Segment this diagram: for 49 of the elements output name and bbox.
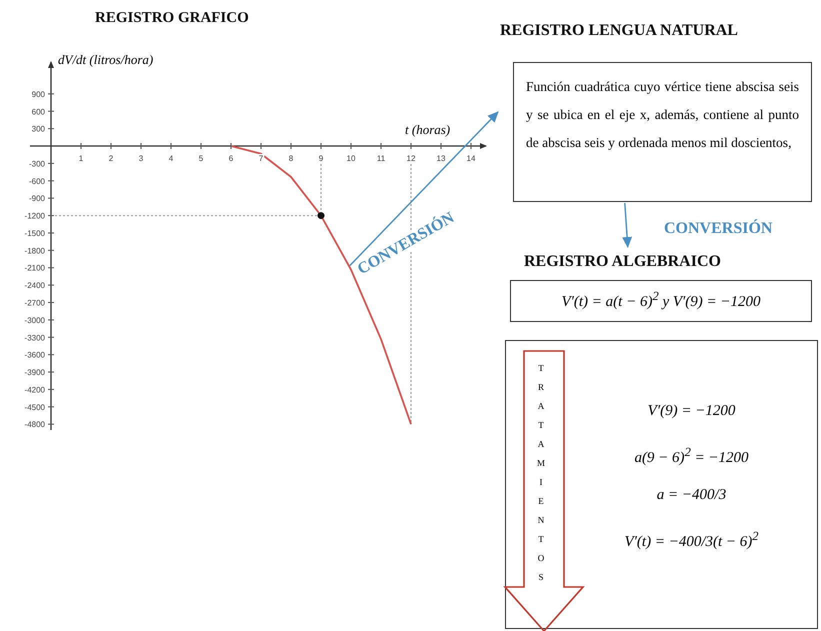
tick-label: -1200 bbox=[24, 212, 45, 221]
tick-label: 1 bbox=[78, 154, 84, 164]
tick-label: -3600 bbox=[24, 350, 45, 360]
axis-label: t (horas) bbox=[405, 122, 450, 138]
tick-label: 13 bbox=[436, 154, 446, 164]
tick-label: -300 bbox=[28, 159, 45, 168]
tick-label: -1500 bbox=[24, 228, 45, 238]
tick-label: 10 bbox=[346, 154, 356, 164]
tick-label: -600 bbox=[28, 176, 45, 186]
vertical-label: TRATAMIENTOS bbox=[536, 363, 545, 591]
down-arrow bbox=[503, 349, 585, 631]
tick-label: -1800 bbox=[24, 246, 45, 256]
paragraph: Función cuadrática cuyo vértice tiene abscisa seis y se ubica en el eje x, además, contiene al punto de abscisa seis y ordenada menos mil doscientos, bbox=[526, 78, 799, 152]
tick-label: -3300 bbox=[24, 333, 45, 342]
tick-label: 8 bbox=[288, 154, 294, 164]
arrow bbox=[622, 202, 632, 248]
tick-label: 900 bbox=[32, 90, 45, 99]
equation: V′(t) = −400/3(t − 6)$^{2}$ bbox=[623, 529, 760, 551]
equation: V′(9) = −1200 bbox=[646, 403, 736, 420]
tick-label: 12 bbox=[406, 154, 416, 164]
tick-label: -2700 bbox=[24, 298, 45, 308]
tick-label: -2100 bbox=[24, 264, 45, 273]
work-box bbox=[505, 340, 818, 629]
equation: a(9 − 6)$^{2}$ = −1200 bbox=[633, 445, 750, 467]
tick-label: -2400 bbox=[24, 281, 45, 290]
tick-label: 14 bbox=[466, 154, 476, 164]
tick-label: 11 bbox=[376, 154, 386, 164]
tick-label: 9 bbox=[318, 154, 324, 164]
axis-label: dV/dt (litros/hora) bbox=[58, 52, 154, 68]
tick-label: 6 bbox=[228, 154, 234, 164]
tick-label: -3900 bbox=[24, 368, 45, 378]
tick-label: 5 bbox=[198, 154, 204, 164]
chart-title: REGISTRO GRAFICO bbox=[95, 10, 249, 27]
tick-label: -4800 bbox=[24, 420, 45, 430]
tick-label: 2 bbox=[108, 154, 114, 164]
tick-label: 600 bbox=[32, 107, 45, 116]
tick-label: -900 bbox=[28, 194, 45, 204]
equation: V′(t) = a(t − 6)$^{2}$ y V′(9) = −1200 bbox=[560, 289, 762, 311]
tick-label: -4500 bbox=[24, 402, 45, 412]
arrow bbox=[349, 111, 499, 266]
tick-label: 300 bbox=[32, 124, 45, 134]
tick-label: 4 bbox=[168, 154, 174, 164]
section-heading: REGISTRO LENGUA NATURAL bbox=[500, 22, 738, 40]
tick-label: 3 bbox=[138, 154, 144, 164]
equation: a = −400/3 bbox=[656, 487, 728, 504]
tick-label: 7 bbox=[258, 154, 264, 164]
section-heading: REGISTRO ALGEBRAICO bbox=[524, 253, 721, 271]
tick-label: -4200 bbox=[24, 385, 45, 394]
tick-label: -3000 bbox=[24, 316, 45, 325]
